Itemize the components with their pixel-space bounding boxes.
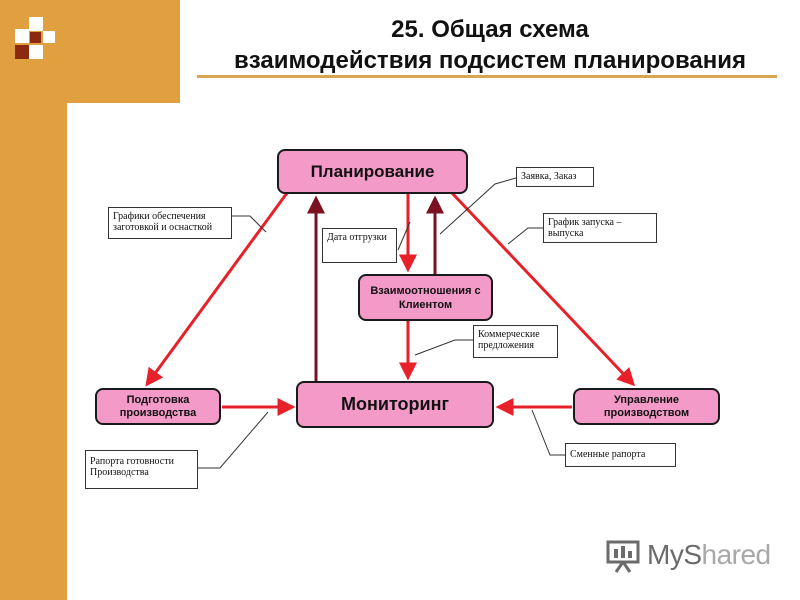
- title-line-2: взаимодействия подсистем планирования: [234, 47, 746, 74]
- leader-request-order: [439, 177, 517, 235]
- note-shift-reports: Сменные рапорта: [565, 443, 676, 467]
- leader-readiness-reports: [198, 411, 269, 469]
- note-commercial-offers: Коммерческие предложения: [473, 325, 558, 358]
- note-request-order: Заявка, Заказ: [516, 167, 594, 187]
- title-underline: [197, 75, 777, 78]
- node-planning-label: Планирование: [310, 161, 435, 181]
- note-launch-schedule: График запуска – выпуска: [543, 213, 657, 243]
- node-monitoring: Мониторинг: [296, 381, 494, 428]
- node-monitoring-label: Мониторинг: [341, 394, 449, 414]
- note-supply-schedules: Графики обеспечения заготовкой и оснастк…: [108, 207, 232, 239]
- watermark: MyShared: [605, 535, 771, 575]
- leader-supply-schedules: [232, 215, 267, 233]
- node-production-prep-label: Подготовка производства: [119, 393, 197, 419]
- arrow-planning-to-mgmt: [450, 191, 636, 387]
- node-client-relations-label: Взаимоотношения с Клиентом: [370, 284, 481, 311]
- presentation-board-icon: [606, 540, 640, 573]
- leader-commercial-offers: [414, 339, 473, 356]
- leader-launch-schedule: [507, 227, 543, 245]
- title-line-1: 25. Общая схема: [391, 16, 589, 43]
- note-readiness-reports: Рапорта готовности Производства: [85, 450, 198, 489]
- node-production-prep: Подготовка производства: [95, 388, 221, 425]
- node-planning: Планирование: [277, 149, 468, 194]
- sidebar-left-band: [0, 103, 67, 600]
- leader-shipping-date: [397, 221, 411, 251]
- logo-icon: [15, 17, 55, 59]
- node-client-relations: Взаимоотношения с Клиентом: [358, 274, 493, 321]
- note-shipping-date: Дата отгрузки: [322, 228, 397, 263]
- arrow-planning-to-prep: [145, 192, 289, 387]
- node-production-mgmt: Управление производством: [573, 388, 720, 425]
- page-title: 25. Общая схема взаимодействия подсистем…: [190, 14, 790, 76]
- node-production-mgmt-label: Управление производством: [603, 393, 690, 419]
- watermark-text: MyShared: [647, 539, 771, 570]
- leader-shift-reports: [531, 409, 565, 456]
